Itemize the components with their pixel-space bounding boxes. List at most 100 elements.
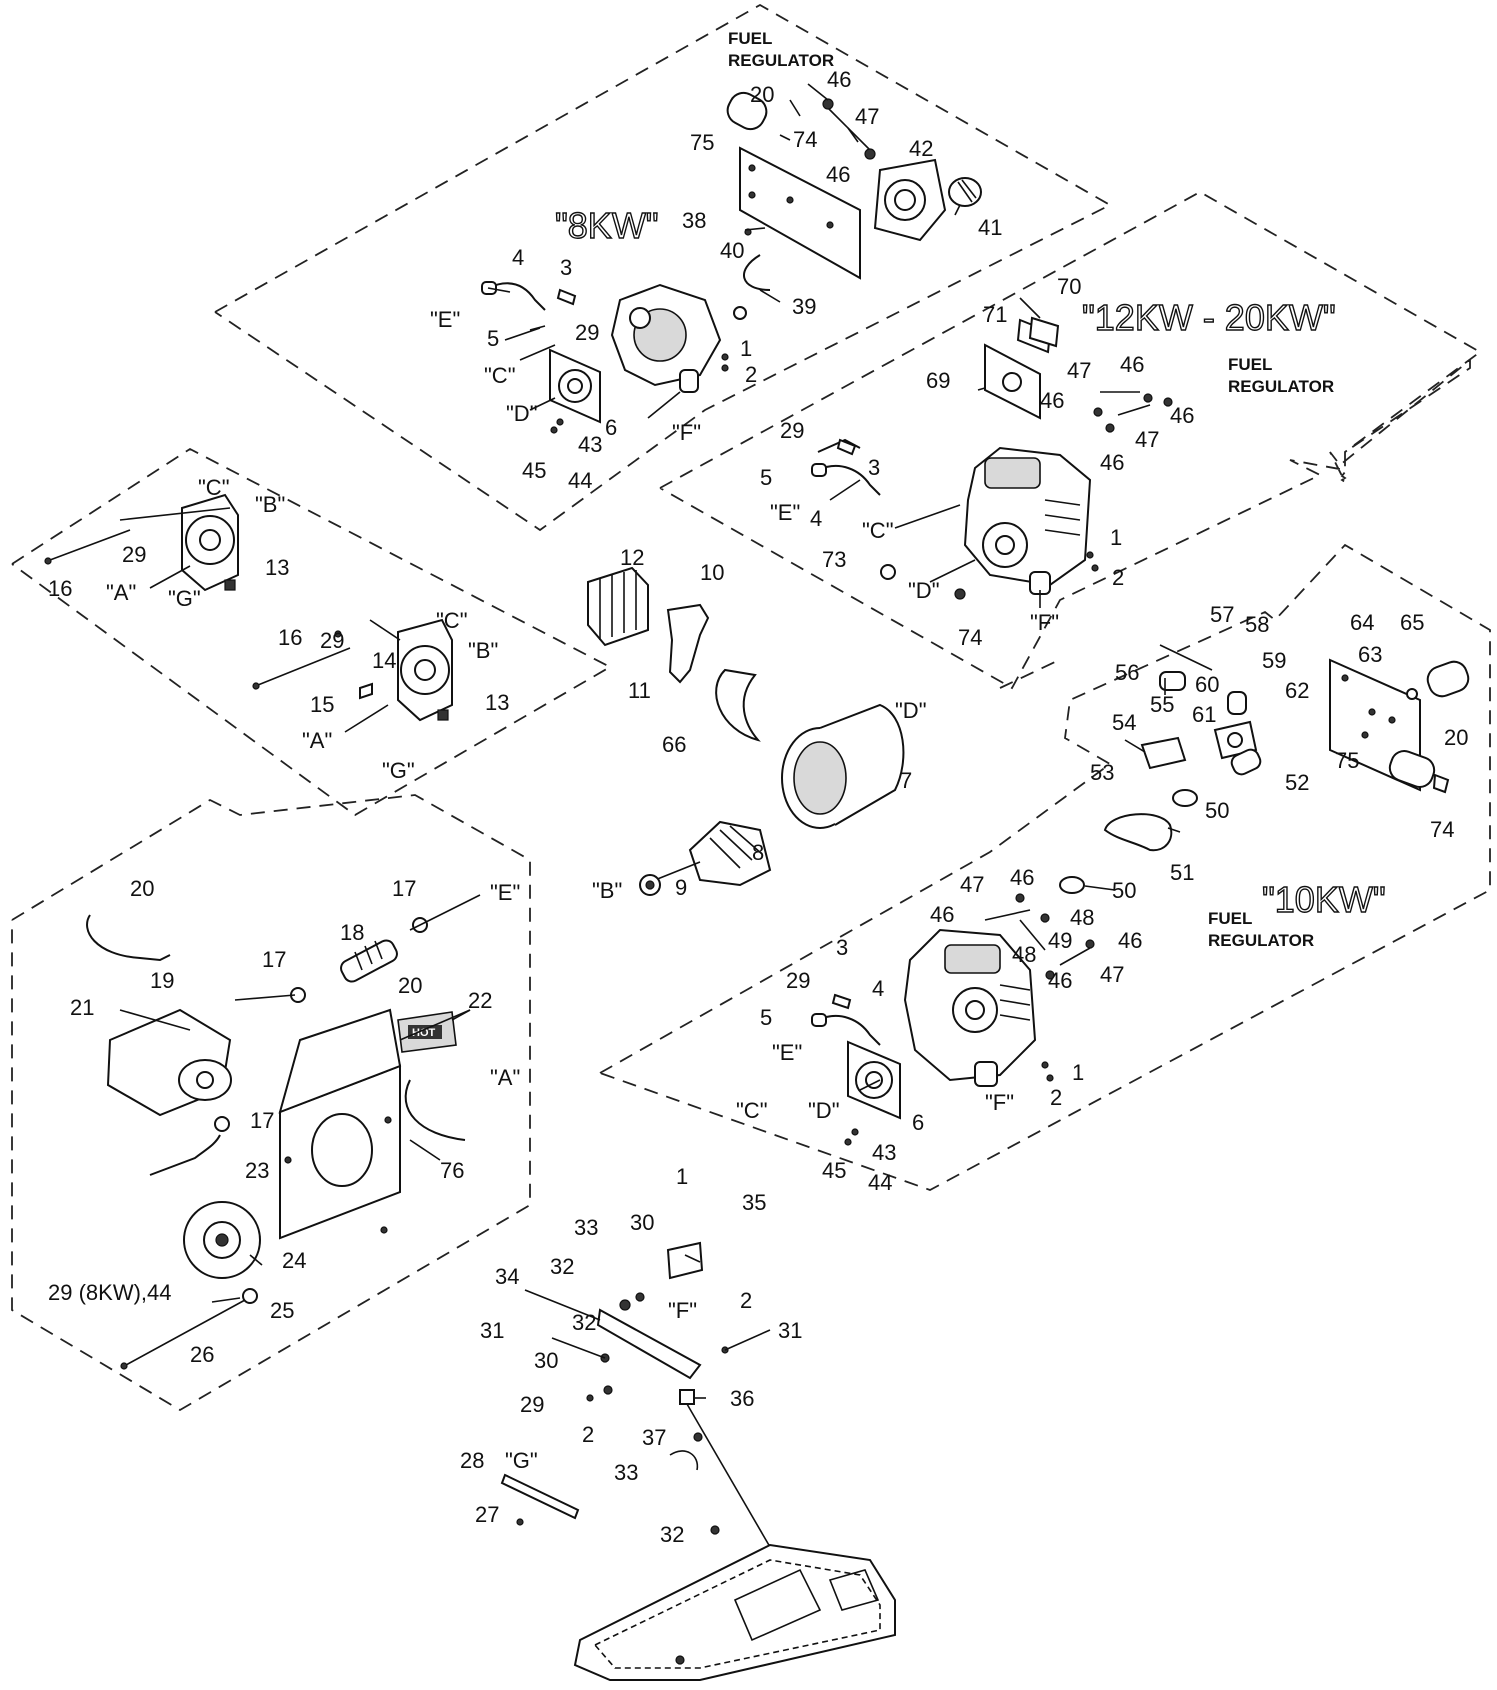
part-label-62: 62 xyxy=(1285,678,1309,703)
part-23-tailpipe xyxy=(149,1134,221,1176)
part-label-10: 10 xyxy=(700,560,724,585)
part-label-1: 1 xyxy=(1110,525,1122,550)
callout-e: "E" xyxy=(430,307,460,332)
part-label-71: 71 xyxy=(983,302,1007,327)
callout-g: "G" xyxy=(505,1448,538,1473)
part-label-73: 75 xyxy=(690,130,714,155)
leader-lines xyxy=(119,83,1213,1399)
fuel-regulator-label-12-20kw-2: REGULATOR xyxy=(1228,377,1334,396)
part-label-33: 33 xyxy=(614,1460,638,1485)
boundary-8kw xyxy=(214,3,1112,532)
part-label-45: 45 xyxy=(522,458,546,483)
part-label-46: 46 xyxy=(1120,352,1144,377)
part-label-42: 42 xyxy=(909,136,933,161)
part-label-47: 47 xyxy=(1135,427,1159,452)
part-label-30: 30 xyxy=(630,1210,654,1235)
engine-block-12-20kw xyxy=(963,446,1092,595)
callout-f: "F" xyxy=(985,1090,1014,1115)
part-label-17: 17 xyxy=(250,1108,274,1133)
part-label-50: 50 xyxy=(1205,798,1229,823)
part-label-74: 73 xyxy=(822,547,846,572)
part-label-47: 47 xyxy=(1100,962,1124,987)
engine-block-8kw xyxy=(610,283,722,393)
callout-c: "C" xyxy=(484,363,516,388)
fuel-regulator-label-10kw-2: REGULATOR xyxy=(1208,931,1314,950)
part-label-28: 28 xyxy=(460,1448,484,1473)
part-label-1: 1 xyxy=(1072,1060,1084,1085)
part-56-fitting xyxy=(1159,671,1186,691)
callout-f: "F" xyxy=(672,420,701,445)
part-label-2: 2 xyxy=(740,1288,752,1313)
part-label-29: 29 xyxy=(786,968,810,993)
part-label-46: 46 xyxy=(826,162,850,187)
part-label-27: 27 xyxy=(475,1502,499,1527)
part-label-20: 20 xyxy=(750,82,774,107)
part-label-46: 46 xyxy=(1010,865,1034,890)
hot-label-text: HOT xyxy=(412,1027,436,1039)
part-label-7: 7 xyxy=(900,768,912,793)
callout-c: "C" xyxy=(198,475,230,500)
part-label-39: 39 xyxy=(792,294,816,319)
alternator-group xyxy=(587,566,905,896)
part-label-46: 46 xyxy=(1170,403,1194,428)
part-label-18: 18 xyxy=(340,920,364,945)
part-label-4: 4 xyxy=(810,506,822,531)
fuel-regulator-label-12-20kw-1: FUEL xyxy=(1228,355,1272,374)
part-label-4: 4 xyxy=(512,245,524,270)
fuel-regulator-label-8kw-2: REGULATOR xyxy=(728,51,834,70)
part-label-29: 29 xyxy=(780,418,804,443)
part-label-65: 65 xyxy=(1400,610,1424,635)
boundary-8kw-right xyxy=(999,661,1056,689)
callout-a: "A" xyxy=(490,1065,520,1090)
fuel-regulator-label-8kw-1: FUEL xyxy=(728,29,772,48)
callout-g: "G" xyxy=(382,758,415,783)
part-label-17: 17 xyxy=(262,947,286,972)
part-13-fan-housing-b xyxy=(397,618,453,722)
part-label-33: 33 xyxy=(574,1215,598,1240)
part-label-70: 70 xyxy=(1057,274,1081,299)
callout-e: "E" xyxy=(772,1040,802,1065)
part-label-46: 46 xyxy=(930,902,954,927)
part-label-76: 76 xyxy=(440,1158,464,1183)
section-boundaries xyxy=(11,3,1491,1412)
base-frame xyxy=(573,1543,896,1681)
part-label-36: 36 xyxy=(730,1386,754,1411)
part-label-9: 9 xyxy=(675,875,687,900)
part-label-20: 20 xyxy=(130,876,154,901)
part-label-41: 41 xyxy=(978,215,1002,240)
part-label-46: 46 xyxy=(1100,450,1124,475)
callout-b: "B" xyxy=(255,492,285,517)
part-label-2: 2 xyxy=(1050,1085,1062,1110)
callout-letters: "E" "C" "D" "F" "E" "C" "D" "F" "C" "B" … xyxy=(106,307,1059,1473)
part-65-filter xyxy=(1426,660,1470,698)
part-label-26: 26 xyxy=(190,1342,214,1367)
part-label-46: 46 xyxy=(827,67,851,92)
part-number-labels: 46 20 47 75 74 42 46 41 38 40 39 4 3 29 … xyxy=(48,67,1468,1547)
part-label-73: 75 xyxy=(1335,748,1359,773)
part-label-54: 54 xyxy=(1112,710,1136,735)
part-label-6: 6 xyxy=(912,1110,924,1135)
part-18-flex-pipe xyxy=(340,939,398,983)
callout-c: "C" xyxy=(436,608,468,633)
part-10-bracket xyxy=(666,603,710,684)
part-label-32: 32 xyxy=(572,1310,596,1335)
part-label-21: 21 xyxy=(70,995,94,1020)
part-6-adapter-plate-10kw xyxy=(847,1040,901,1120)
callout-d: "D" xyxy=(506,401,538,426)
part-label-1: 1 xyxy=(740,336,752,361)
part-13-fan-housing-a xyxy=(181,493,239,592)
engine-8kw-group xyxy=(481,91,982,434)
part-label-75: 74 xyxy=(958,625,982,650)
part-label-5: 5 xyxy=(760,1005,772,1030)
part-label-3: 3 xyxy=(836,935,848,960)
part-label-46: 46 xyxy=(1040,388,1064,413)
part-label-19: 19 xyxy=(150,968,174,993)
part-label-16: 16 xyxy=(48,576,72,601)
part-label-52: 52 xyxy=(1285,770,1309,795)
part-39-hose xyxy=(743,254,771,291)
part-label-25: 25 xyxy=(270,1298,294,1323)
part-label-48: 48 xyxy=(1012,942,1036,967)
part-label-29: 29 xyxy=(122,542,146,567)
part-label-44: 44 xyxy=(568,468,592,493)
